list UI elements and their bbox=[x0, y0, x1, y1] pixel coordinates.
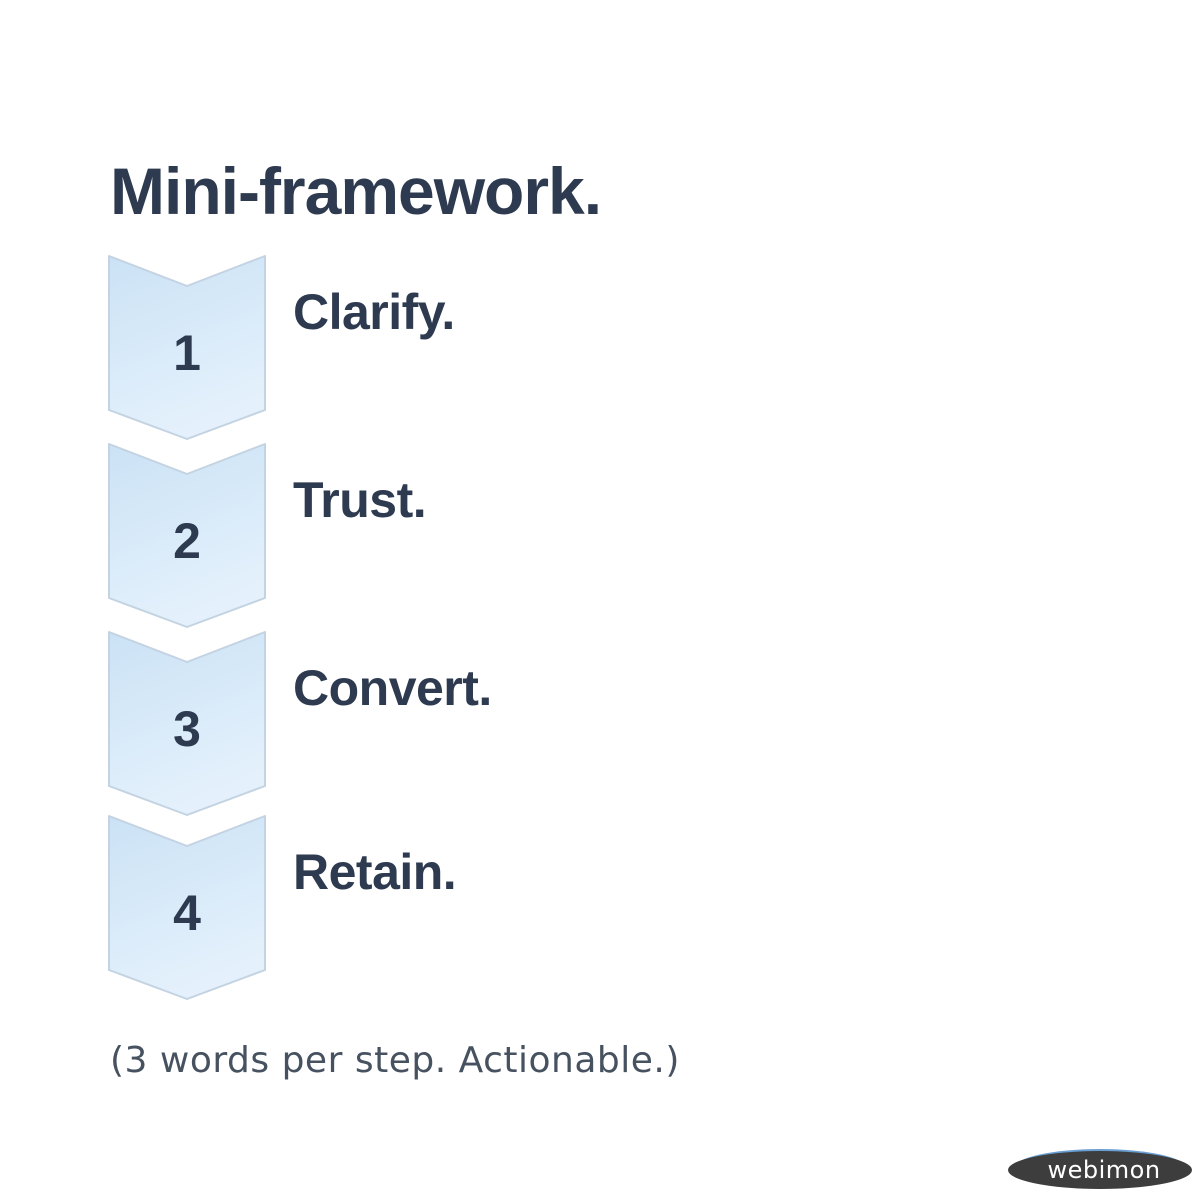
chevron-down-icon bbox=[108, 631, 266, 816]
chevron-shape-1: 1 bbox=[108, 255, 266, 440]
step-row-4: 4 Retain. bbox=[108, 815, 708, 1000]
step-row-1: 1 Clarify. bbox=[108, 255, 708, 440]
chevron-down-icon bbox=[108, 815, 266, 1000]
chevron-shape-4: 4 bbox=[108, 815, 266, 1000]
brand-badge-label: webimon bbox=[1047, 1156, 1161, 1184]
step-label: Clarify. bbox=[293, 284, 455, 340]
brand-badge: webimon bbox=[1008, 1151, 1192, 1189]
footnote: (3 words per step. Actionable.) bbox=[110, 1040, 680, 1081]
step-label: Trust. bbox=[293, 472, 427, 528]
step-label: Retain. bbox=[293, 844, 457, 900]
chevron-shape-2: 2 bbox=[108, 443, 266, 628]
page-title: Mini-framework. bbox=[110, 154, 602, 229]
chevron-down-icon bbox=[108, 255, 266, 440]
chevron-shape-3: 3 bbox=[108, 631, 266, 816]
step-row-3: 3 Convert. bbox=[108, 631, 708, 816]
step-label: Convert. bbox=[293, 660, 492, 716]
chevron-down-icon bbox=[108, 443, 266, 628]
step-row-2: 2 Trust. bbox=[108, 443, 708, 628]
